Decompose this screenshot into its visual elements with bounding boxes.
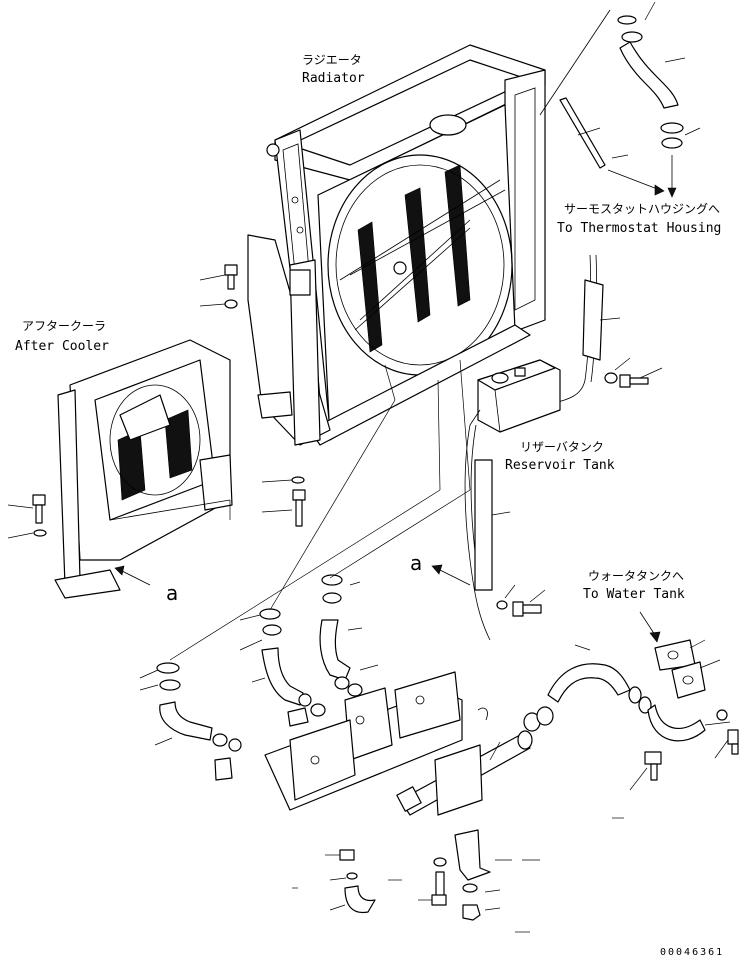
watertank-label: To Water Tank	[583, 587, 685, 602]
thermostat-label-jp: サーモスタットハウジングへ	[564, 202, 720, 216]
drawing-number: 00046361	[660, 947, 724, 958]
reservoir-bracket-bolt	[604, 357, 663, 388]
lower-hose-upper-middle	[319, 574, 379, 697]
small-elbow-hose	[292, 849, 402, 914]
reference-dashes	[515, 817, 624, 933]
guard-bolt-lower	[261, 476, 306, 527]
thermostat-hose	[617, 1, 701, 198]
aftercooler-label: After Cooler	[15, 339, 109, 354]
bottom-bolt	[418, 857, 447, 906]
reservoir-drain-hose	[464, 424, 511, 641]
aftercooler-label-jp: アフタークーラ	[22, 319, 106, 333]
after-cooler-assembly	[54, 339, 233, 599]
reservoir-tank	[469, 359, 561, 433]
reservoir-lower-bolt	[496, 584, 546, 617]
guard-bolt-upper	[199, 264, 238, 309]
radiator-label: Radiator	[302, 71, 365, 86]
lower-pipe	[396, 707, 533, 816]
water-tank-elbow	[647, 639, 731, 742]
bottom-washer-nut	[462, 883, 501, 921]
drain-valve	[629, 729, 739, 791]
lower-guard-plate	[264, 671, 463, 811]
watertank-label-jp: ウォータタンクへ	[588, 569, 684, 583]
lower-hose-middle	[239, 608, 326, 727]
reference-a-left: a	[166, 581, 178, 605]
water-tank-hose	[523, 644, 652, 732]
water-tank-arrow	[639, 611, 661, 643]
reservoir-label: Reservoir Tank	[505, 458, 615, 473]
radiator-label-jp: ラジエータ	[302, 53, 362, 67]
reservoir-label-jp: リザーバタンク	[520, 440, 604, 454]
thermostat-label: To Thermostat Housing	[557, 221, 721, 236]
reference-a-right: a	[410, 551, 422, 575]
aftercooler-bolt	[7, 494, 47, 539]
overflow-pipe	[539, 9, 665, 196]
connection-leaders	[114, 359, 471, 661]
pipe-bracket	[454, 829, 540, 881]
reservoir-hose-upper	[544, 254, 621, 406]
radiator-side-guard	[247, 234, 331, 446]
lower-hose-left	[139, 662, 242, 781]
